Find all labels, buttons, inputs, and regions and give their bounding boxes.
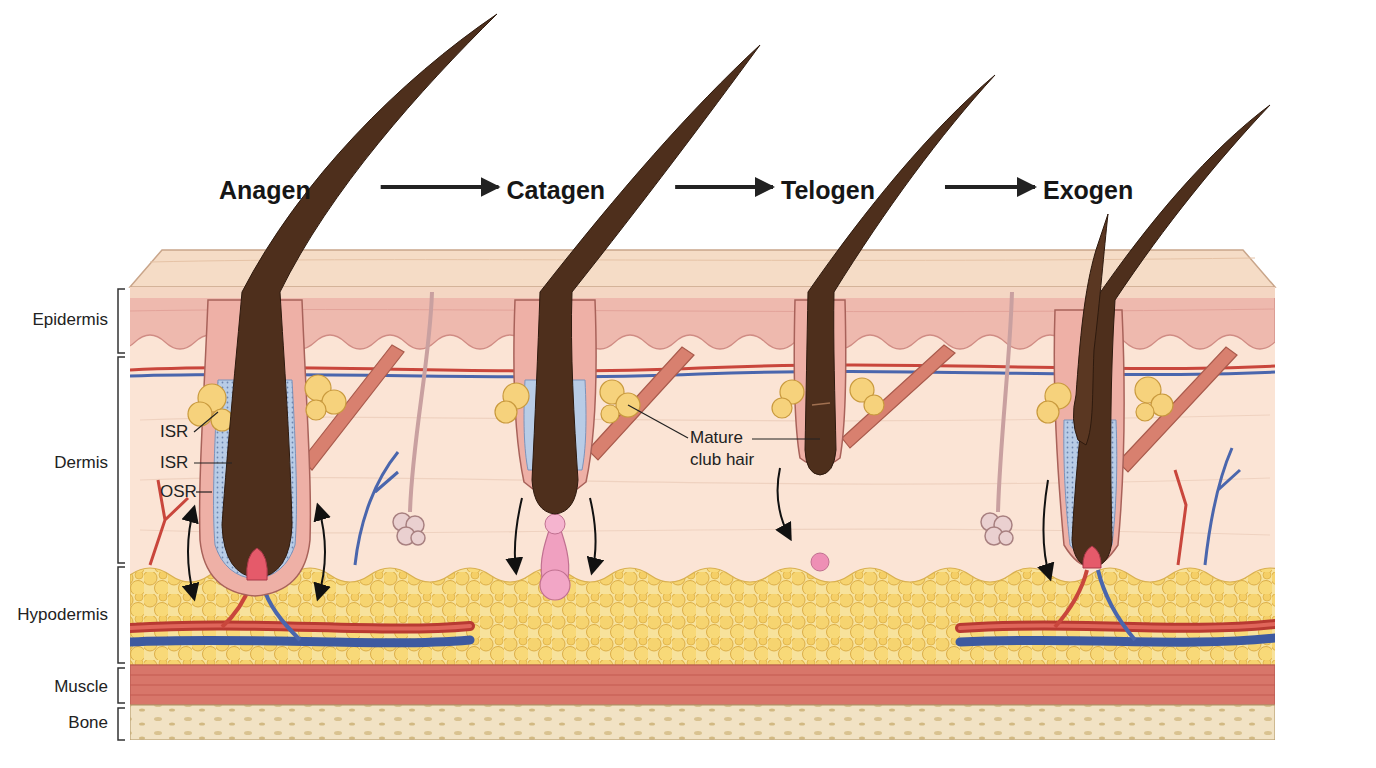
- artery-highlight: [960, 624, 1275, 628]
- artery: [960, 624, 1275, 628]
- part-label: OSR: [160, 481, 197, 503]
- phase-heading: Catagen: [499, 175, 676, 205]
- dermal-papilla: [540, 570, 570, 600]
- bone-layer: [130, 705, 1275, 740]
- arrector-pili: [842, 345, 955, 448]
- papilla-artery: [1055, 570, 1087, 627]
- shedding-club-hair: [1073, 214, 1108, 445]
- sebaceous-gland: [864, 395, 884, 415]
- phase-heading: Telogen: [773, 175, 945, 205]
- phase-arrow: [381, 185, 499, 189]
- arrector-pili: [1118, 347, 1237, 472]
- phase-heading: Anagen: [211, 175, 381, 205]
- part-label: ISR: [160, 452, 188, 474]
- papilla-vein: [1098, 570, 1135, 640]
- arrector-pili: [588, 347, 694, 460]
- sebaceous-gland: [1037, 401, 1059, 423]
- layer-label: Epidermis: [32, 309, 108, 331]
- phase-arrow: [945, 185, 1035, 189]
- artery: [130, 625, 470, 628]
- dermal-papilla: [247, 548, 268, 580]
- layer-label: Bone: [68, 712, 108, 734]
- phase-name: Catagen: [507, 175, 606, 205]
- club-hair-mark: [812, 403, 830, 405]
- sebaceous-gland: [601, 405, 619, 423]
- vein-branch: [355, 452, 398, 565]
- sebaceous-gland: [495, 401, 517, 423]
- layer-bracket: [118, 708, 125, 740]
- sweat-duct: [998, 292, 1012, 512]
- movement-arrow: [515, 498, 522, 572]
- muscle-fiber: [130, 675, 1275, 695]
- leader-line: [752, 438, 820, 439]
- movement-arrow: [590, 498, 596, 572]
- layer-label: Muscle: [54, 676, 108, 698]
- layer-bracket: [118, 668, 125, 703]
- leader-line: [194, 412, 218, 432]
- sebaceous-gland: [772, 398, 792, 418]
- leader-line: [196, 491, 212, 492]
- sweat-duct: [410, 292, 432, 512]
- part-label: ISR: [160, 421, 188, 443]
- layer-label: Dermis: [54, 452, 108, 474]
- layer-bracket: [118, 357, 125, 563]
- leader-line: [628, 405, 688, 438]
- dermal-papilla: [811, 553, 829, 571]
- sebaceous-gland: [306, 400, 326, 420]
- leader-line: [194, 462, 232, 463]
- dermal-papilla: [1083, 546, 1101, 568]
- dermal-papilla: [545, 514, 565, 534]
- sweat-gland: [999, 531, 1013, 545]
- movement-arrow: [318, 506, 325, 598]
- phase-name: Exogen: [1043, 175, 1133, 205]
- club-hair: [805, 75, 995, 475]
- vein: [960, 638, 1275, 642]
- vein: [130, 640, 470, 643]
- phase-arrow: [675, 185, 773, 189]
- hair-shaft: [222, 14, 497, 578]
- muscle-layer: [130, 665, 1275, 705]
- layer-label: Hypodermis: [17, 604, 108, 626]
- surface-texture: [150, 258, 1255, 262]
- phase-heading: Exogen: [1035, 175, 1203, 205]
- hypodermis-fat: [130, 568, 1275, 665]
- part-label: Mature club hair: [690, 427, 772, 471]
- movement-arrow: [1043, 480, 1050, 578]
- movement-arrow: [188, 508, 194, 598]
- sweat-gland: [411, 531, 425, 545]
- artery-highlight: [130, 625, 470, 628]
- layer-bracket: [118, 567, 125, 663]
- layer-bracket: [118, 289, 125, 353]
- phase-name: Telogen: [781, 175, 875, 205]
- phase-name: Anagen: [219, 175, 311, 205]
- sebaceous-gland: [188, 402, 212, 426]
- vein-branch: [1205, 448, 1240, 565]
- arrector-pili: [302, 345, 404, 470]
- movement-arrow: [778, 468, 790, 538]
- sebaceous-gland: [1136, 403, 1154, 421]
- new-hair-shaft: [1072, 105, 1270, 567]
- artery-branch: [1175, 470, 1186, 565]
